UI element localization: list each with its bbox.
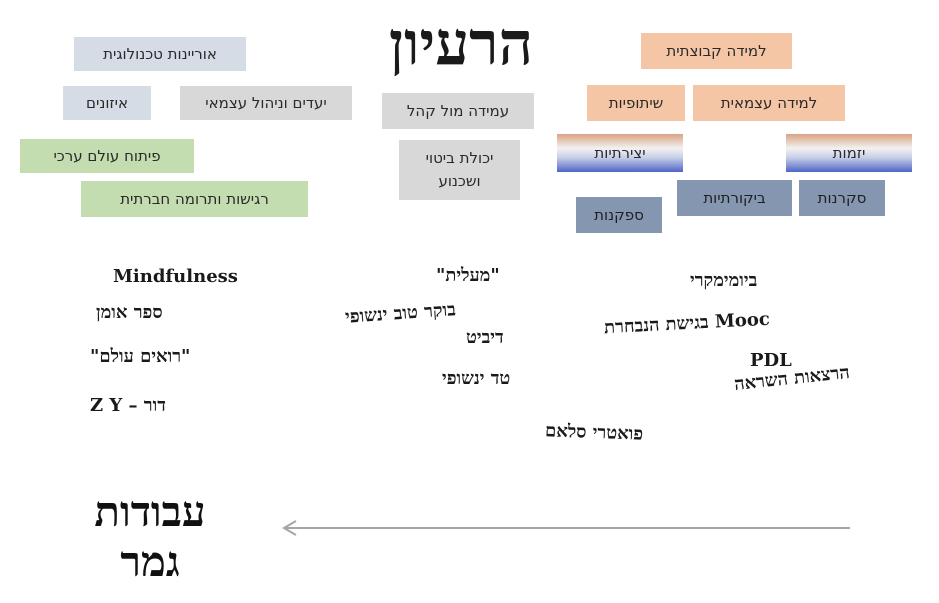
text-ted: טד ינשופי bbox=[442, 368, 511, 389]
box-collaboration: שיתופיות bbox=[587, 85, 685, 121]
left-arrow bbox=[282, 520, 850, 536]
text-mindfulness: Mindfulness bbox=[113, 266, 238, 287]
box-values: פיתוח עולם ערכי bbox=[20, 139, 194, 173]
text-pdl: PDL bbox=[750, 350, 792, 371]
box-curiosity: סקרנות bbox=[799, 180, 885, 216]
box-expression: יכולת ביטוי ושכנוע bbox=[399, 140, 520, 200]
text-mooc: Mooc בגישת הנבחרת bbox=[603, 308, 771, 339]
box-doubt: ספקנות bbox=[576, 197, 662, 233]
text-biomimicry: ביומימקרי bbox=[690, 270, 758, 291]
arrow-head bbox=[282, 520, 297, 536]
box-initiative: יזמות bbox=[786, 134, 912, 172]
box-criticism: ביקורתיות bbox=[677, 180, 792, 216]
box-self-knowledge: יעדים וניהול עצמאי bbox=[180, 86, 352, 120]
text-poetry-slam: פואטרי סלאם bbox=[544, 420, 644, 445]
main-title: הרעיון bbox=[388, 9, 534, 79]
text-morning: בוקר טוב ינשופי bbox=[344, 299, 457, 328]
final-line1: עבודות bbox=[94, 487, 206, 536]
text-maalit: "מעלית" bbox=[436, 265, 500, 286]
box-audience: עמידה מול קהל bbox=[382, 93, 534, 129]
box-balance: איזונים bbox=[63, 86, 151, 120]
box-self-learning: למידה עצמאית bbox=[693, 85, 845, 121]
text-generation: דור – Z Y bbox=[90, 395, 166, 416]
box-expression-line2: ושכנוע bbox=[438, 172, 481, 190]
box-expression-line1: יכולת ביטוי bbox=[425, 149, 494, 167]
final-line2: גמר bbox=[120, 537, 180, 586]
box-group-learning: למידה קבוצתית bbox=[641, 33, 792, 69]
text-book-artist: ספר אומן bbox=[96, 302, 163, 323]
box-sensitivity: רגישות ותרומה חברתית bbox=[81, 181, 308, 217]
box-tech-literacy: אוריינות טכנולוגית bbox=[74, 37, 246, 71]
text-seeing-world: "רואים עולם" bbox=[90, 346, 191, 367]
text-debate: דיביט bbox=[466, 327, 504, 348]
final-projects: עבודות גמר bbox=[70, 478, 230, 596]
box-creativity: יצירתיות bbox=[557, 134, 683, 172]
